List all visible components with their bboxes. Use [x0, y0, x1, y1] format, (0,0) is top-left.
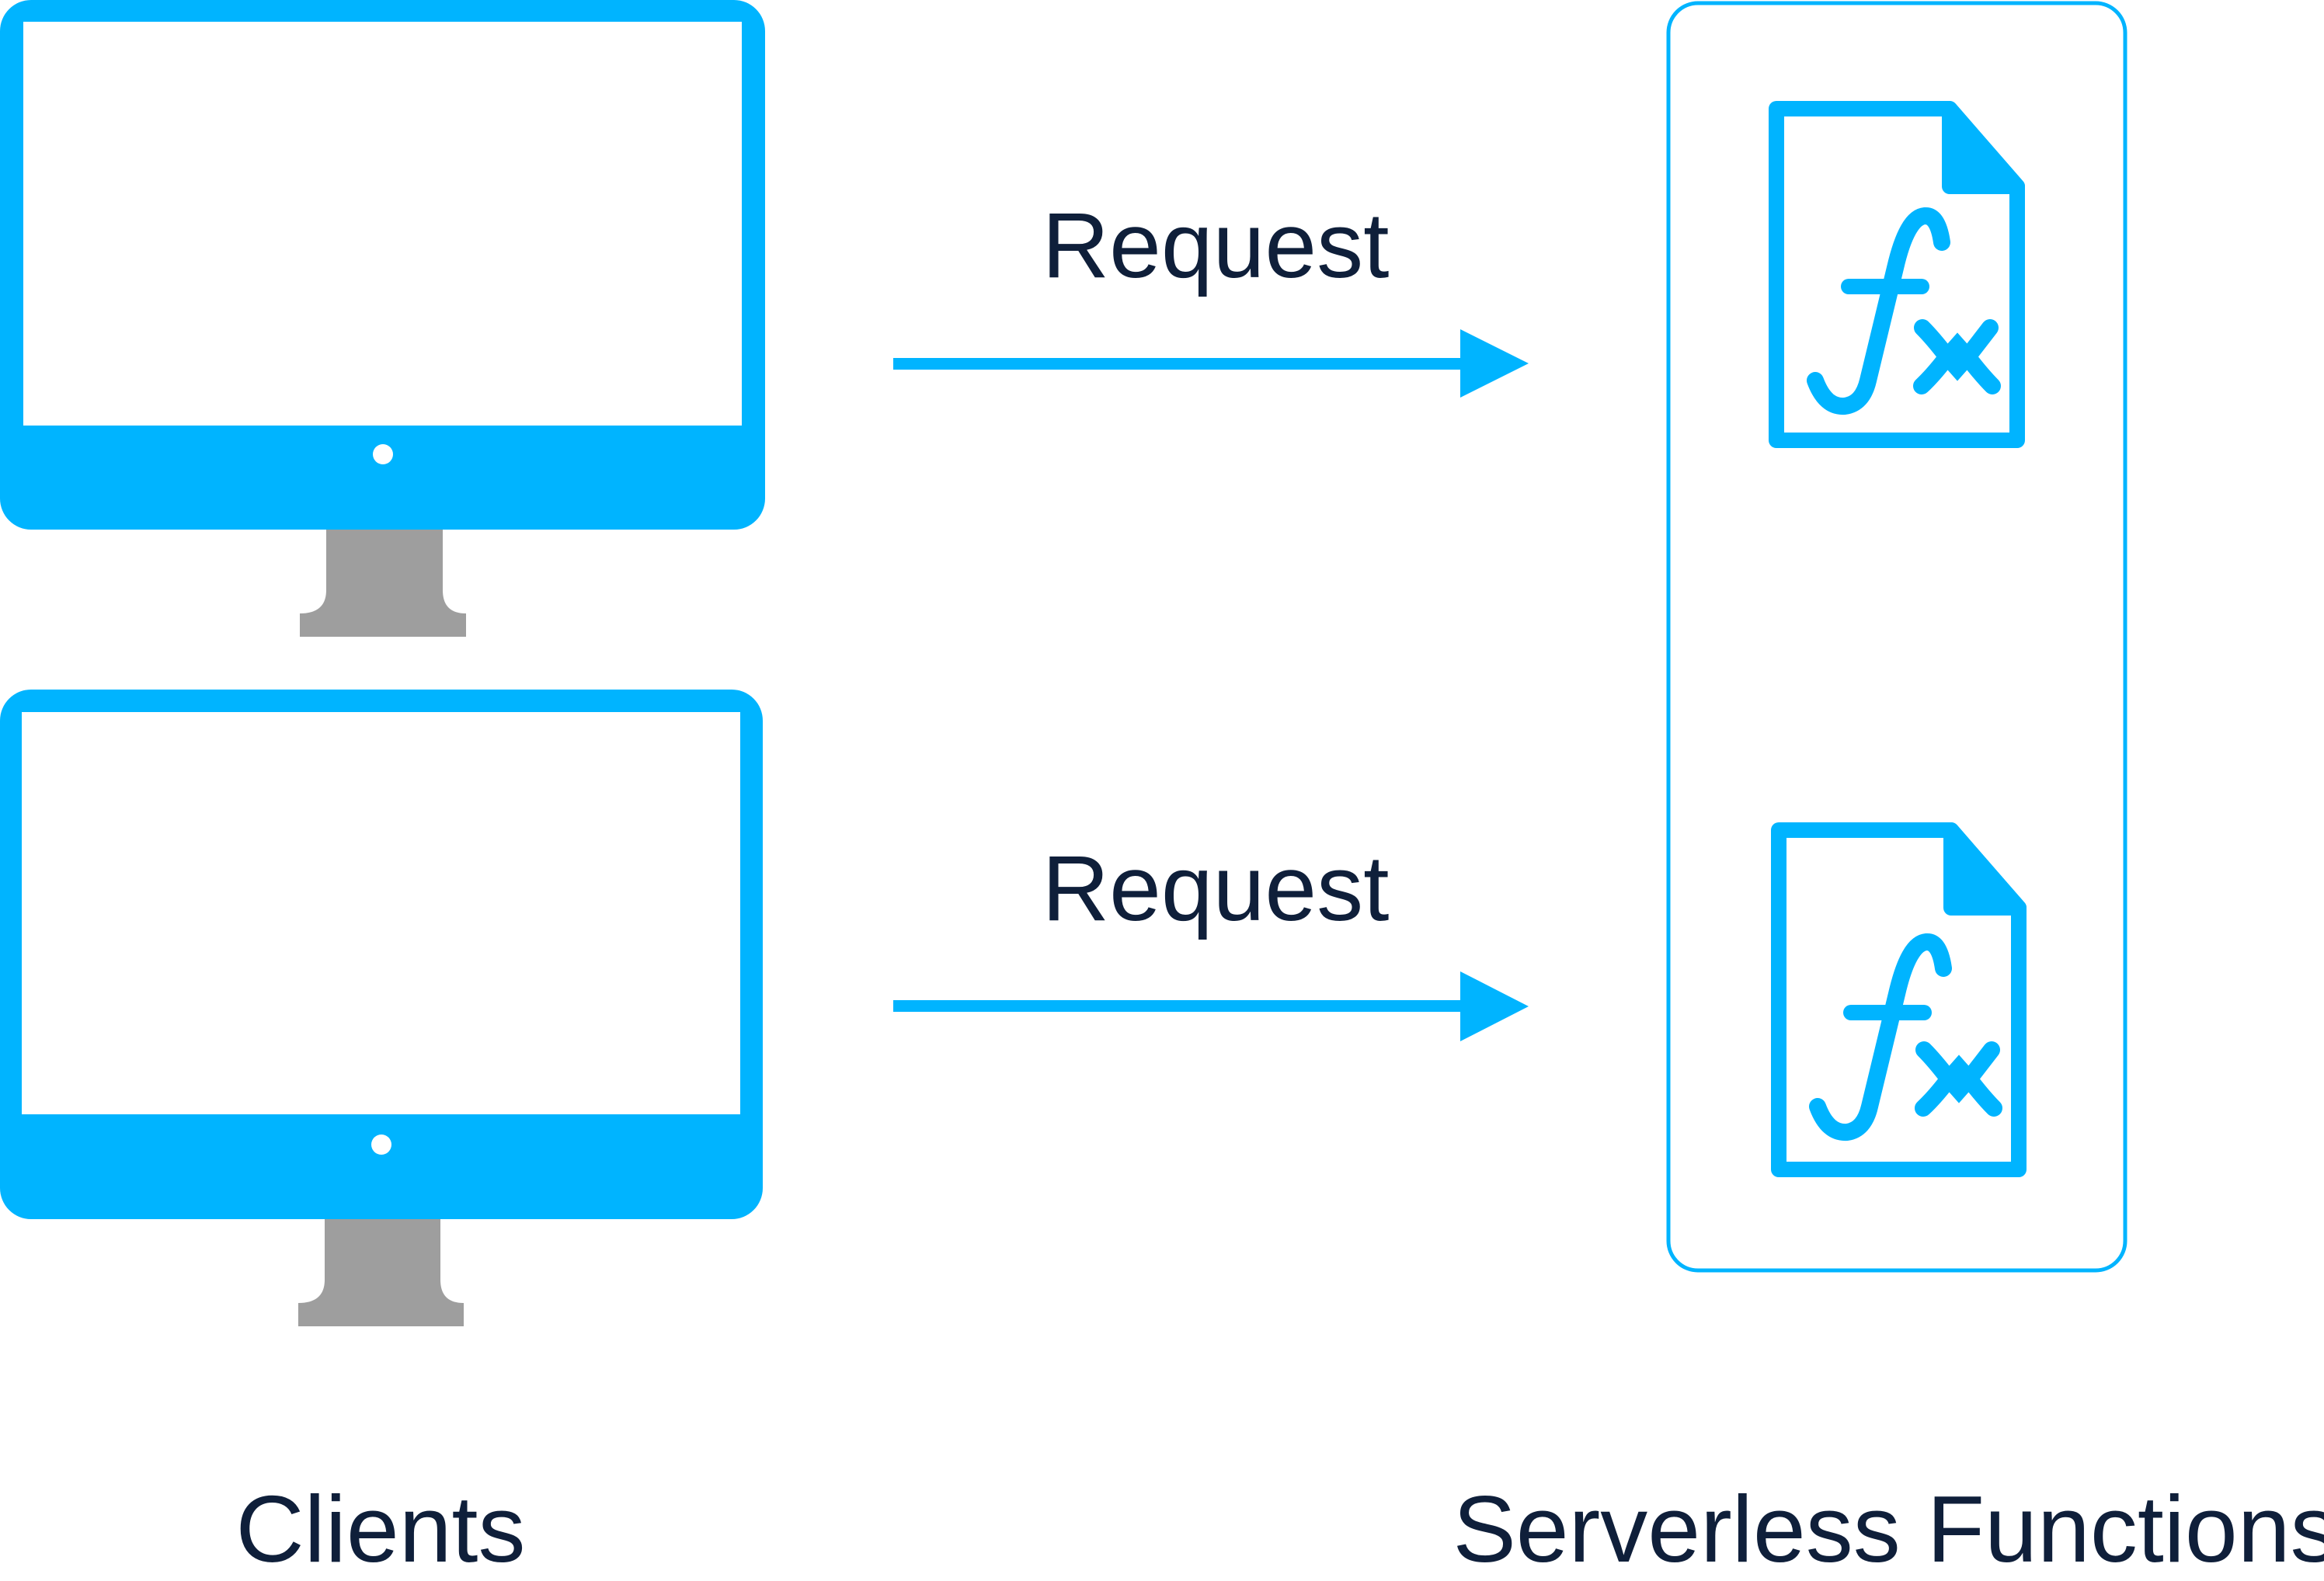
right-arrow-icon: [893, 329, 1529, 398]
serverless-functions-container: [1666, 1, 2127, 1273]
function-file-fx-icon: [1771, 822, 2027, 1177]
right-arrow-icon: [893, 971, 1529, 1041]
desktop-monitor-icon: [0, 690, 763, 1326]
desktop-monitor-icon: [0, 0, 765, 637]
function-file-1: [1769, 101, 2025, 448]
client-monitor-2: [0, 690, 763, 1326]
request-label-2: Request: [1042, 836, 1390, 940]
request-arrow-1: Request: [893, 193, 1529, 398]
serverless-functions-label: Serverless Functions: [1452, 1476, 2324, 1581]
request-arrow-2: Request: [893, 836, 1529, 1041]
function-file-2: [1771, 822, 2027, 1177]
request-label-1: Request: [1042, 193, 1390, 297]
client-monitor-1: [0, 0, 765, 637]
function-file-fx-icon: [1769, 101, 2025, 448]
clients-label: Clients: [236, 1476, 526, 1581]
